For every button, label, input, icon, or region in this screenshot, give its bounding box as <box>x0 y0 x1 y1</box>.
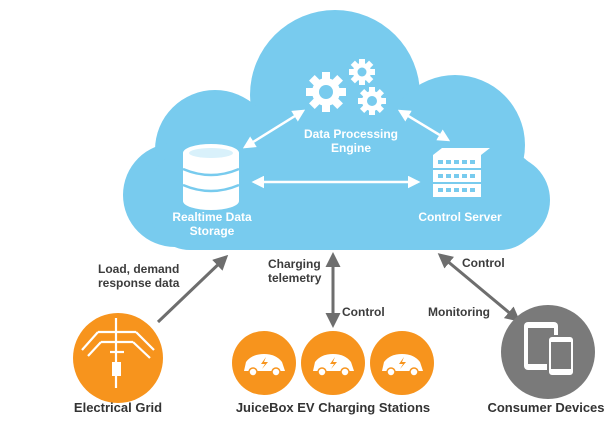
monitoring-label: Monitoring <box>428 305 490 319</box>
engine-label-line2: Engine <box>330 141 371 155</box>
ev-car-icon <box>301 331 365 395</box>
ev-car-icon <box>370 331 434 395</box>
telemetry-label: Charging telemetry <box>268 257 321 285</box>
database-icon <box>182 144 240 210</box>
engine-label: Data Processing Engine <box>296 127 406 155</box>
arrow-grid-to-storage <box>156 254 229 324</box>
arrow-server-devices <box>437 253 521 322</box>
storage-label: Realtime Data Storage <box>160 210 264 238</box>
telemetry-label-line1: Charging <box>268 257 321 271</box>
grid-label: Electrical Grid <box>73 400 163 415</box>
arrow-engine-server <box>397 109 451 142</box>
grid-flow-label-line1: Load, demand <box>98 262 180 276</box>
gears-icon <box>306 59 386 115</box>
server-label: Control Server <box>418 210 502 224</box>
storage-label-line1: Realtime Data <box>172 210 252 224</box>
ev-car-icon <box>232 331 296 395</box>
utility-pole-icon <box>73 313 163 403</box>
devices-label: Consumer Devices <box>487 400 605 415</box>
engine-label-line1: Data Processing <box>303 127 399 141</box>
server-icon <box>433 148 490 197</box>
grid-flow-label: Load, demand response data <box>98 262 179 290</box>
server-control-label: Control <box>462 256 505 270</box>
storage-label-line2: Storage <box>189 224 235 238</box>
arrow-engine-storage <box>242 109 306 149</box>
stations-control-label: Control <box>342 305 385 319</box>
telemetry-label-line2: telemetry <box>268 271 322 285</box>
grid-flow-label-line2: response data <box>98 276 180 290</box>
stations-label: JuiceBox EV Charging Stations <box>235 400 431 415</box>
devices-icon <box>501 305 595 399</box>
